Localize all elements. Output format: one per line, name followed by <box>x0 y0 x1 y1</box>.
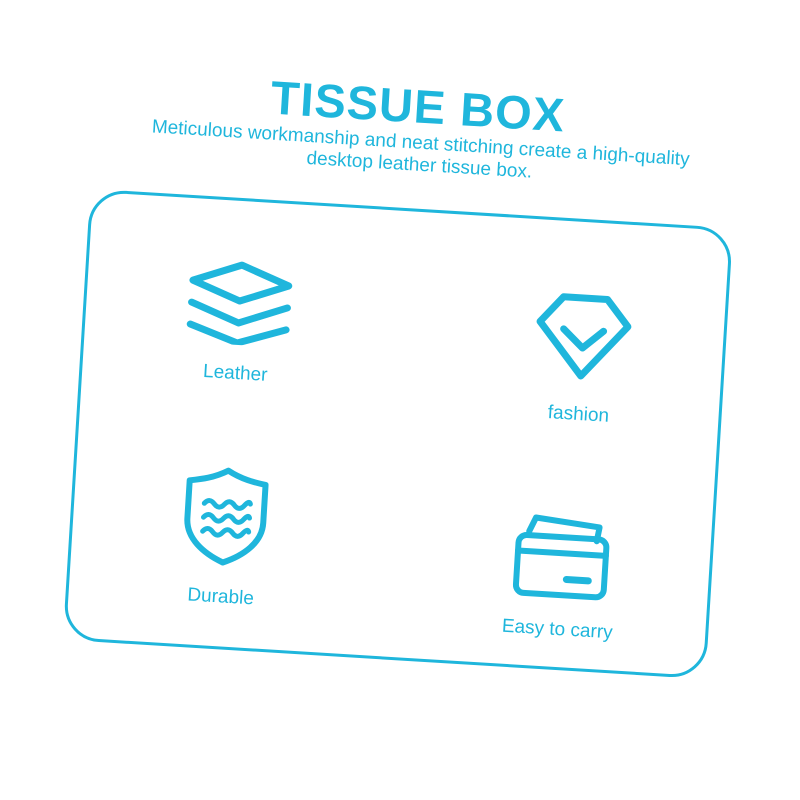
shield-waves-icon <box>184 467 269 566</box>
feature-label-fashion: fashion <box>547 402 610 427</box>
wallet-icon <box>512 514 610 601</box>
diamond-check-icon <box>536 293 632 380</box>
feature-label-durable: Durable <box>186 584 255 610</box>
feature-label-easy-to-carry: Easy to carry <box>501 615 614 644</box>
feature-label-leather: Leather <box>202 360 269 386</box>
features-card: Leather fashion Durable Easy to carry <box>62 188 734 680</box>
layers-icon <box>186 261 293 347</box>
